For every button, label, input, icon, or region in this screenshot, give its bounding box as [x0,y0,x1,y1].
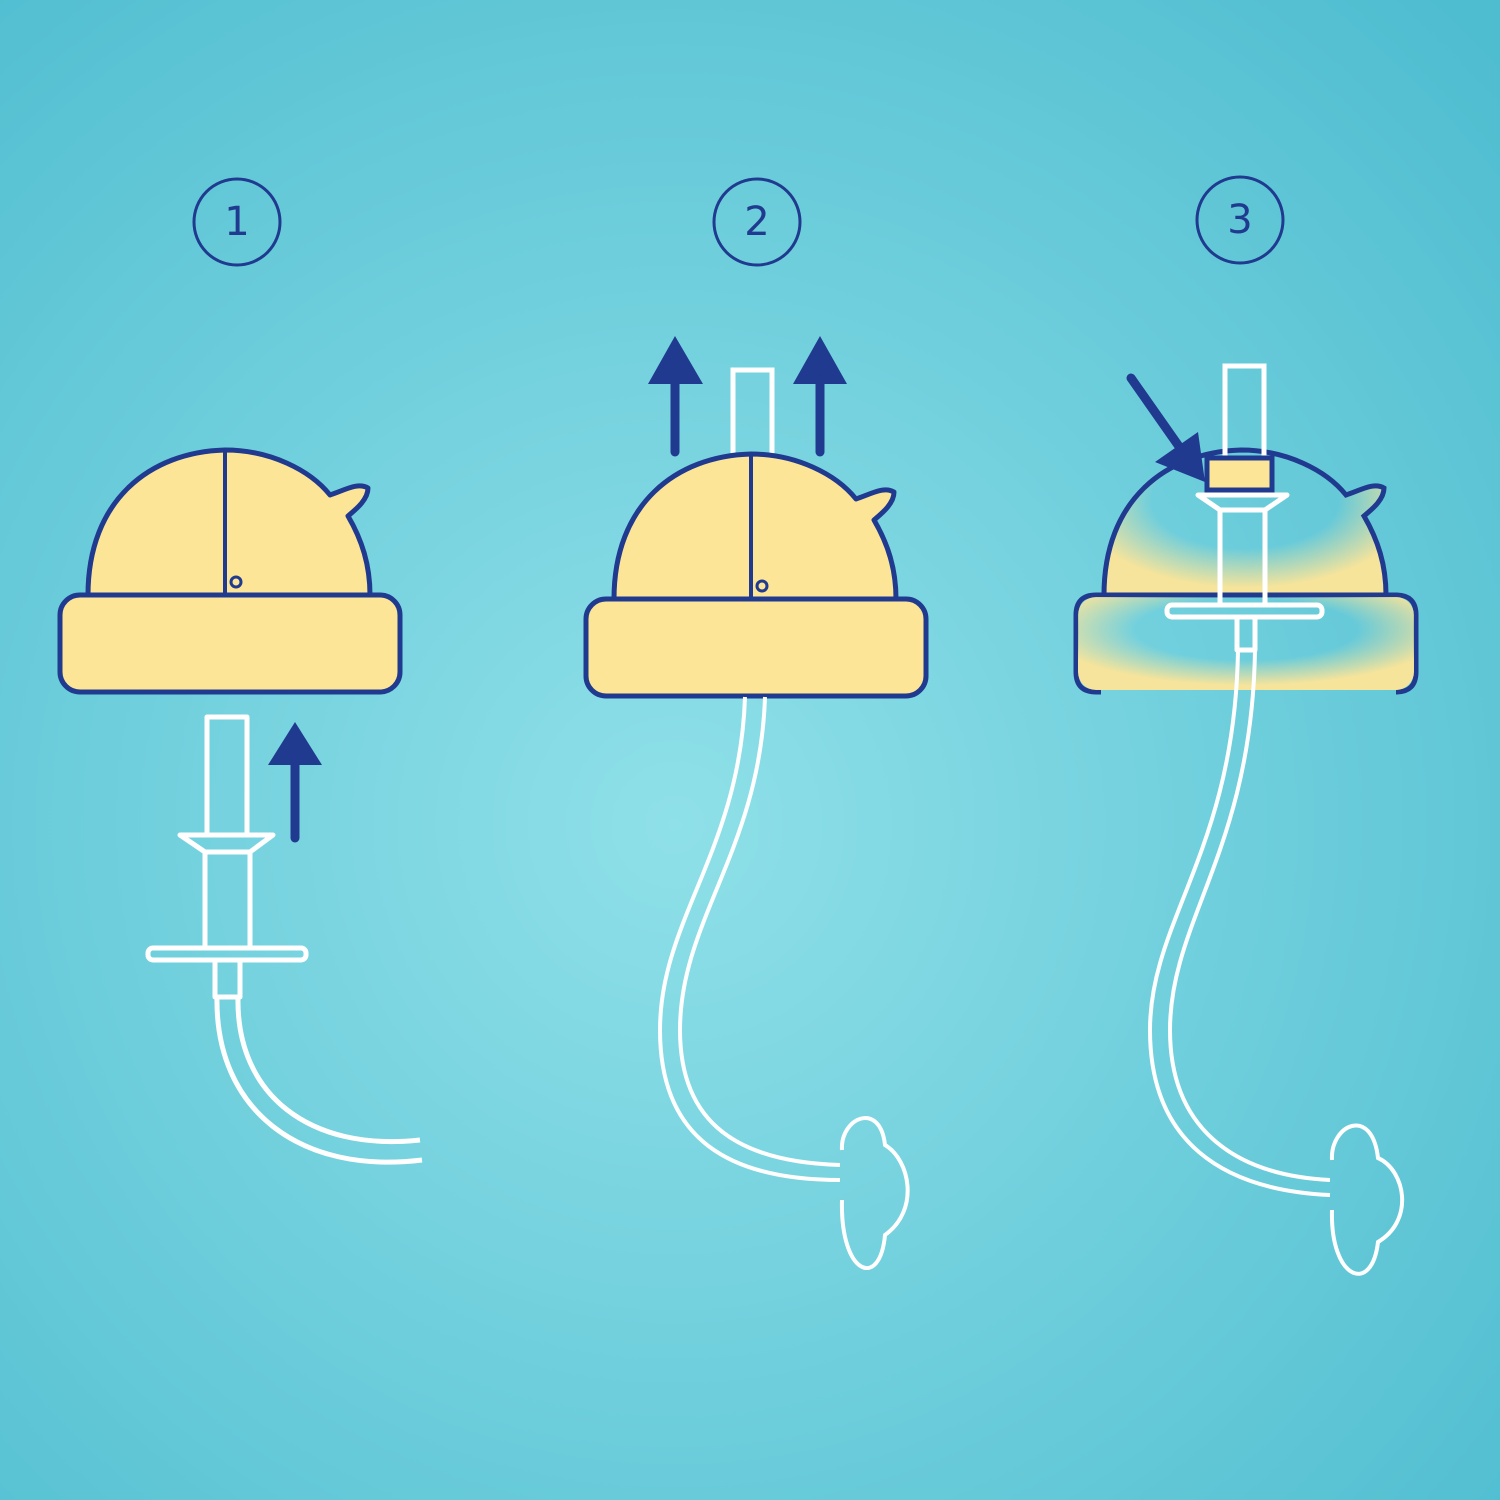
step-1-badge: 1 [192,177,282,267]
arrow-diagonal-icon [1126,373,1205,482]
tube-icon [1147,649,1404,1276]
step-2-badge: 2 [712,177,802,267]
step-3-illustration [1073,363,1419,1276]
arrows-up-icon [648,336,847,457]
bulb-icon [839,1116,910,1270]
step-1-label: 1 [224,199,249,245]
hat-hole [229,575,243,589]
tube-icon [657,696,910,1270]
plug-icon [1204,455,1275,493]
arrow-up-icon [268,722,322,843]
hat-outline [1101,447,1389,598]
step-3-badge: 3 [1195,175,1285,265]
insertion-tool-icon [145,714,423,1165]
step-3-label: 3 [1227,197,1252,243]
step-2-illustration [586,336,926,1270]
insertion-tool-icon [1164,492,1325,653]
step-2-label: 2 [744,199,769,245]
bulb-icon [1329,1123,1404,1276]
step-1-illustration [60,448,423,1165]
